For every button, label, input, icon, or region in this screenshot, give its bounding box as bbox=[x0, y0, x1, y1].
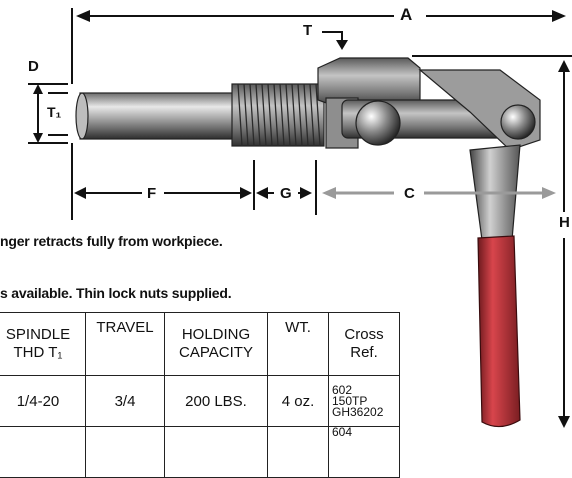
label-h: H bbox=[559, 214, 570, 231]
header-travel-label: TRAVEL bbox=[96, 319, 154, 336]
cross-ref-line: 602 bbox=[332, 382, 353, 397]
header-holding: HOLDING CAPACITY bbox=[164, 312, 268, 376]
label-a: A bbox=[400, 5, 413, 24]
cross-ref-line: GH36202 bbox=[332, 404, 384, 419]
label-c: C bbox=[404, 185, 415, 202]
table-row: 604 bbox=[0, 425, 400, 478]
header-holding-line2: CAPACITY bbox=[179, 344, 253, 361]
cell-travel bbox=[85, 426, 165, 478]
table-row: 1/4-20 3/4 200 LBS. 4 oz. 602 150TP GH36… bbox=[0, 375, 400, 427]
dimension-lines bbox=[28, 8, 572, 420]
header-cross-line1: Cross bbox=[344, 326, 384, 343]
dimension-c-arrow bbox=[322, 187, 556, 199]
cell-holding: 200 LBS. bbox=[164, 375, 268, 427]
header-cross-line2: Ref. bbox=[350, 344, 378, 361]
header-travel: TRAVEL bbox=[85, 312, 165, 376]
header-spindle: SPINDLE THD T₁ bbox=[0, 312, 86, 376]
clamp-diagram bbox=[28, 8, 572, 428]
note-plunger-retract: nger retracts fully from workpiece. bbox=[0, 233, 223, 249]
note-lock-nuts: s available. Thin lock nuts supplied. bbox=[0, 285, 232, 301]
label-t1: T₁ bbox=[47, 104, 62, 120]
cell-wt: 4 oz. bbox=[267, 375, 329, 427]
label-t: T bbox=[303, 22, 313, 39]
threaded-section bbox=[231, 83, 325, 147]
arrowheads bbox=[33, 10, 570, 428]
cell-holding bbox=[164, 426, 268, 478]
table-header-row: SPINDLE THD T₁ TRAVEL HOLDING CAPACITY W… bbox=[0, 312, 400, 376]
spec-table: SPINDLE THD T₁ TRAVEL HOLDING CAPACITY W… bbox=[0, 312, 400, 478]
linkage-arm bbox=[418, 69, 541, 241]
cell-spindle: 1/4-20 bbox=[0, 375, 86, 427]
pivot-knob-left bbox=[355, 100, 401, 146]
cross-ref-line: 604 bbox=[332, 425, 353, 439]
cell-wt bbox=[267, 426, 329, 478]
cross-ref-line: 150TP bbox=[332, 393, 368, 408]
handle-grip bbox=[477, 235, 521, 428]
header-cross-ref: Cross Ref. bbox=[328, 312, 400, 376]
header-holding-line1: HOLDING bbox=[181, 326, 251, 343]
cell-cross-ref: 604 bbox=[328, 425, 400, 478]
cell-spindle bbox=[0, 426, 86, 478]
label-f: F bbox=[147, 185, 157, 202]
header-spindle-line2: THD T₁ bbox=[13, 344, 63, 361]
cell-cross-ref: 602 150TP GH36202 bbox=[328, 375, 400, 427]
header-wt: WT. bbox=[267, 312, 329, 376]
header-wt-label: WT. bbox=[285, 319, 311, 336]
cell-travel: 3/4 bbox=[85, 375, 165, 427]
header-spindle-line1: SPINDLE bbox=[5, 326, 71, 343]
label-d: D bbox=[28, 58, 39, 75]
pivot-knob-right bbox=[500, 104, 536, 140]
label-g: G bbox=[280, 185, 292, 202]
